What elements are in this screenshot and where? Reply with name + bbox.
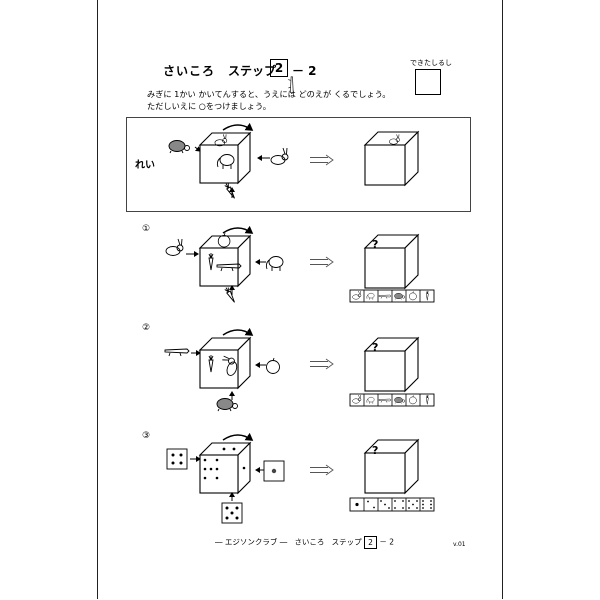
footer: ― エジソンクラブ ― さいころ ステップ 2 － 2: [215, 536, 394, 549]
example-frame: [126, 117, 471, 212]
example-answer-cube: [364, 131, 419, 186]
q1-elephant-icon: [265, 256, 284, 272]
q2-turtle-icon: [216, 398, 238, 412]
q1-cube: [199, 235, 251, 287]
footer-prefix: ― エジソンクラブ ―: [215, 537, 288, 547]
instruction-line-2: ただしいえに ○をつけましょう。: [147, 101, 271, 111]
example-double-arrow: [309, 154, 334, 166]
question-number-1: ①: [142, 224, 151, 234]
step-label: ステップ: [228, 64, 277, 78]
q2-double-arrow: [309, 358, 334, 370]
footer-step-suffix: － 2: [379, 537, 395, 547]
step-suffix: － 2: [292, 64, 317, 78]
step-number-box: 2: [270, 59, 288, 77]
done-mark-box[interactable]: [415, 69, 441, 95]
instruction-line-1: みぎに 1かい かいてんすると、うえには どのえが くるでしょう。: [147, 89, 391, 99]
rotate-arrow-icon: [222, 122, 254, 131]
q1-rotate-arrow-icon: [222, 225, 254, 234]
q1-rabbit-icon: [165, 238, 184, 256]
q3-double-arrow: [309, 464, 334, 476]
q3-dice-right-icon: [263, 460, 285, 482]
q2-crocodile-icon: [164, 348, 190, 357]
version-label: v.01: [453, 541, 466, 548]
q3-question-mark: ?: [372, 444, 379, 457]
footer-title: さいころ: [294, 537, 325, 547]
worksheet-page: [97, 0, 503, 599]
footer-step-box: 2: [363, 536, 377, 549]
question-number-3: ③: [142, 431, 151, 441]
q3-dice-left-icon: [166, 448, 188, 470]
question-number-2: ②: [142, 323, 151, 333]
example-rabbit-icon: [270, 147, 289, 165]
q2-choices: [349, 393, 435, 407]
q3-rotate-arrow-icon: [222, 432, 254, 441]
q2-rotate-arrow-icon: [222, 327, 254, 336]
q3-choices: [349, 497, 435, 512]
done-mark-label: できたしるし: [410, 59, 452, 67]
q3-dice-cube: [199, 442, 251, 494]
example-turtle-icon: [168, 140, 190, 154]
footer-step-label: ステップ: [331, 537, 362, 547]
page-title: さいころ: [163, 64, 216, 78]
q2-apple-icon: [266, 357, 280, 374]
q2-question-mark: ?: [372, 341, 379, 354]
example-cube: [199, 132, 251, 184]
q3-dice-bottom-icon: [221, 502, 243, 524]
q2-cube: [199, 337, 251, 389]
q1-question-mark: ?: [372, 238, 379, 251]
q1-double-arrow: [309, 256, 334, 268]
example-label: れい: [135, 160, 155, 171]
q1-carrot-icon: [223, 286, 237, 304]
instructions: みぎに 1かい かいてんすると、うえには どのえが くるでしょう。 ただしいえに…: [147, 88, 390, 112]
example-carrot-icon: [223, 182, 237, 200]
q1-choices: [349, 289, 435, 303]
